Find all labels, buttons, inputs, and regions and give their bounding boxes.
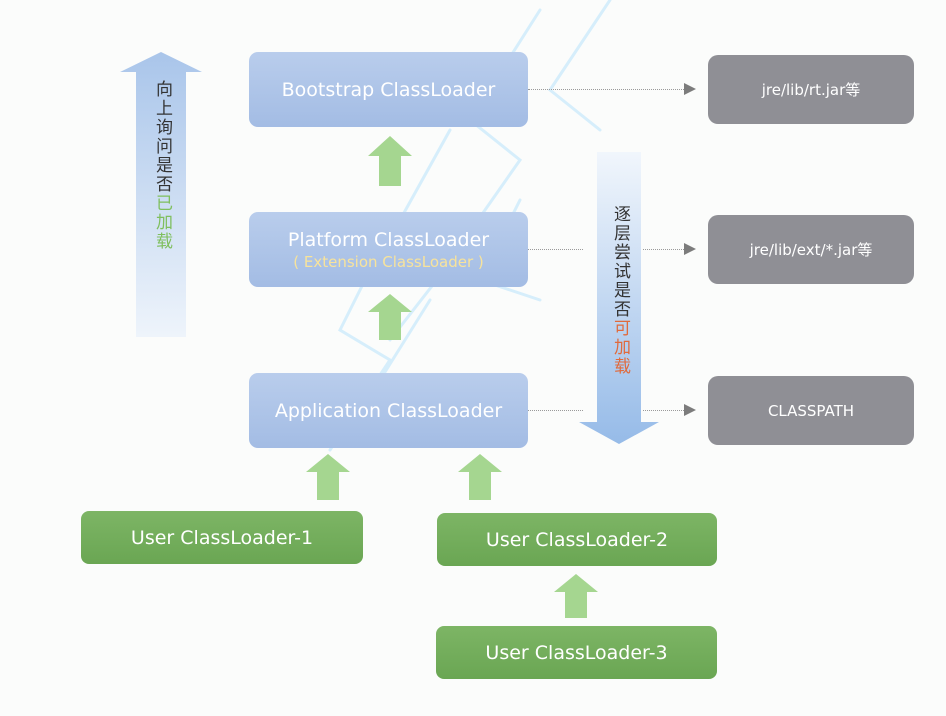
- user-classloader-2-label: User ClassLoader-2: [485, 528, 669, 551]
- bootstrap-connector-arrowhead: [684, 83, 696, 95]
- green-up-arrow-user3-to-user2: [554, 574, 598, 618]
- left-up-arrow: [120, 52, 202, 337]
- right-label: 逐层尝试是否可加载: [610, 205, 630, 376]
- user-classloader-1-box: User ClassLoader-1: [81, 511, 363, 564]
- application-connector-right: [643, 410, 684, 411]
- platform-classloader-box: Platform ClassLoader ( Extension ClassLo…: [249, 212, 528, 287]
- right-label-highlight: 可加载: [610, 319, 630, 376]
- green-up-arrow-user2-to-application: [458, 454, 502, 500]
- user-classloader-3-label: User ClassLoader-3: [485, 641, 668, 664]
- right-down-arrow: [579, 152, 659, 444]
- green-up-arrow-platform-to-bootstrap: [368, 136, 412, 186]
- application-path-label: CLASSPATH: [767, 401, 855, 420]
- user-classloader-3-box: User ClassLoader-3: [436, 626, 717, 679]
- green-up-arrow-application-to-platform: [368, 294, 412, 340]
- left-label: 向上询问是否已加载: [152, 80, 172, 251]
- extension-classloader-label: ( Extension ClassLoader ): [293, 252, 484, 271]
- platform-path-label: jre/lib/ext/*.jar等: [749, 241, 873, 259]
- platform-path-box: jre/lib/ext/*.jar等: [708, 215, 914, 284]
- bootstrap-path-box: jre/lib/rt.jar等: [708, 55, 914, 124]
- user-classloader-2-box: User ClassLoader-2: [437, 513, 717, 566]
- platform-connector-arrowhead: [684, 243, 696, 255]
- bootstrap-path-label: jre/lib/rt.jar等: [761, 81, 861, 99]
- platform-classloader-label: Platform ClassLoader: [287, 228, 490, 251]
- bootstrap-classloader-box: Bootstrap ClassLoader: [249, 52, 528, 127]
- application-connector-left: [528, 410, 583, 411]
- bootstrap-connector: [528, 89, 684, 90]
- platform-connector-left: [528, 249, 583, 250]
- user-classloader-1-label: User ClassLoader-1: [130, 526, 314, 549]
- left-label-highlight: 已加载: [152, 194, 172, 251]
- application-connector-arrowhead: [684, 404, 696, 416]
- bootstrap-classloader-label: Bootstrap ClassLoader: [281, 78, 496, 101]
- application-classloader-label: Application ClassLoader: [274, 399, 503, 422]
- application-path-box: CLASSPATH: [708, 376, 914, 445]
- application-classloader-box: Application ClassLoader: [249, 373, 528, 448]
- platform-connector-right: [643, 249, 684, 250]
- green-up-arrow-user1-to-application: [306, 454, 350, 500]
